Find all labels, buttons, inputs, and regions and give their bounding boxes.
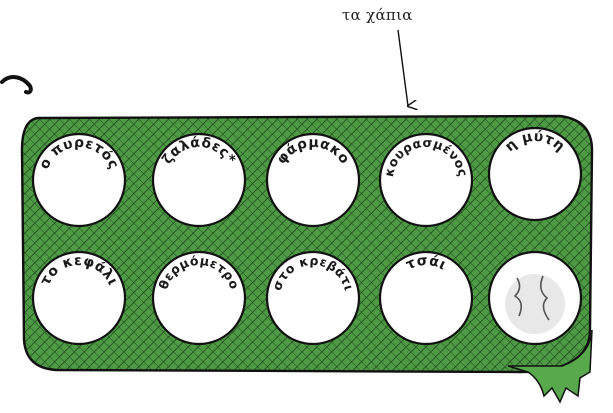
pill-circle <box>487 126 583 222</box>
pill-circle <box>151 132 247 228</box>
pill-circle <box>265 132 361 228</box>
pill-1-5: η μύτη <box>487 126 583 222</box>
foil-shadow <box>505 274 565 334</box>
pill-2-3: στο κρεβάτι <box>265 250 361 346</box>
pill-2-4: τσάι <box>378 250 474 346</box>
pill-circle <box>378 132 474 228</box>
pill-1-2: ζαλάδες* <box>151 132 247 228</box>
pill-2-5 <box>487 250 583 346</box>
pill-1-3: φάρμακο <box>265 132 361 228</box>
crumpled-foil-icon <box>513 275 550 321</box>
pill-2-2: θερμόμετρο <box>151 250 247 346</box>
pill-circle <box>378 250 474 346</box>
pill-2-1: το κεφάλι <box>31 250 127 346</box>
pill-circle <box>31 132 127 228</box>
pill-circle <box>265 250 361 346</box>
callout-arrow <box>397 29 408 106</box>
pill-circle <box>31 250 127 346</box>
pill-1-1: ο πυρετός <box>31 132 127 228</box>
pill-circle <box>487 250 583 346</box>
callout-label: τα χάπια <box>342 6 413 24</box>
scribble-mark <box>0 75 33 95</box>
pill-1-4: κουρασμένος <box>378 132 474 228</box>
pill-circle <box>151 250 247 346</box>
torn-flap <box>507 329 593 404</box>
